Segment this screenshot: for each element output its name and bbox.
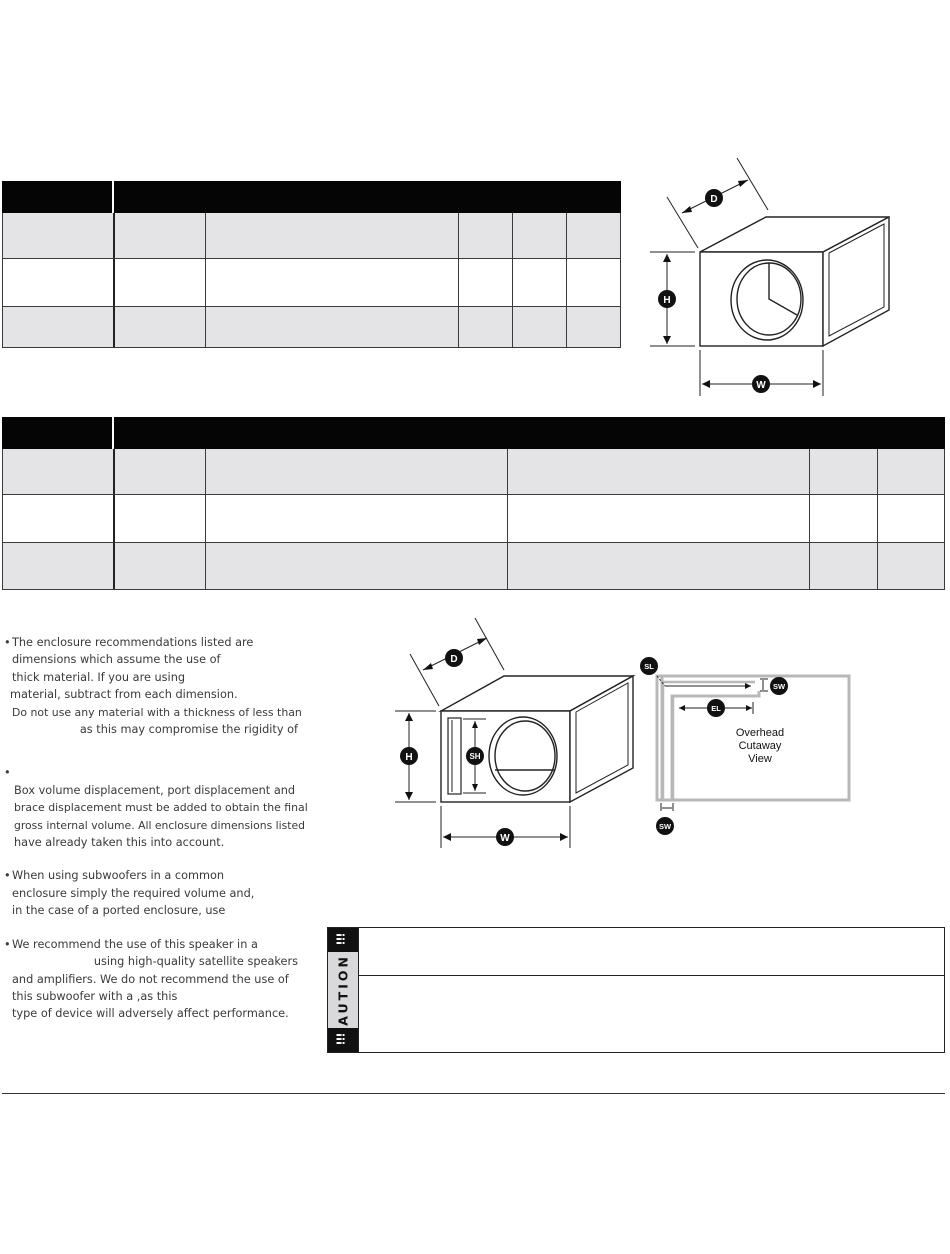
sealed-enclosure-table <box>2 181 621 348</box>
label-h: H <box>663 295 670 306</box>
caution-label: CAUTION <box>335 954 351 1038</box>
overhead-caption-line1: Overhead <box>736 727 784 739</box>
overhead-caption-line3: View <box>748 753 772 765</box>
note-displacement: • Box volume displacement, port displace… <box>4 766 308 850</box>
table-row <box>2 213 621 259</box>
caution-sidebar: !!! CAUTION !!! <box>328 928 359 1052</box>
overhead-caption-line2: Cutaway <box>739 740 782 752</box>
label-sw-bottom: SW <box>659 822 672 831</box>
table-row <box>2 307 621 348</box>
sealed-box-diagram: D H W <box>650 157 890 396</box>
table-header <box>2 417 945 449</box>
table-row <box>2 543 945 590</box>
note-recommendation: • We recommend the use of this speaker i… <box>4 937 298 1021</box>
table-row <box>2 449 945 495</box>
label-h: H <box>405 752 412 763</box>
note-common-enclosure: • When using subwoofers in a common encl… <box>4 869 255 918</box>
label-w: W <box>500 833 510 844</box>
ported-box-diagram: D H W SH <box>395 617 636 848</box>
note-material: • The enclosure recommendations listed a… <box>4 636 302 737</box>
label-d: D <box>450 654 457 665</box>
page-rule <box>2 1093 945 1094</box>
label-w: W <box>756 380 766 391</box>
label-sl: SL <box>644 662 654 671</box>
label-d: D <box>710 194 717 205</box>
caution-divider <box>358 975 944 976</box>
enclosure-notes: • The enclosure recommendations listed a… <box>2 634 308 1023</box>
ported-enclosure-table <box>2 417 945 590</box>
caution-marker-bottom: !!! <box>328 1028 358 1052</box>
caution-marker-top: !!! <box>328 928 358 952</box>
label-el: EL <box>711 704 721 713</box>
overhead-cutaway-diagram: SL SW EL SW Overhead Cutaway View <box>640 657 851 835</box>
table-row <box>2 259 621 307</box>
caution-box: !!! CAUTION !!! <box>327 927 945 1053</box>
table-row <box>2 495 945 543</box>
table-header <box>2 181 621 213</box>
label-sh: SH <box>469 752 480 761</box>
label-sw: SW <box>773 682 786 691</box>
